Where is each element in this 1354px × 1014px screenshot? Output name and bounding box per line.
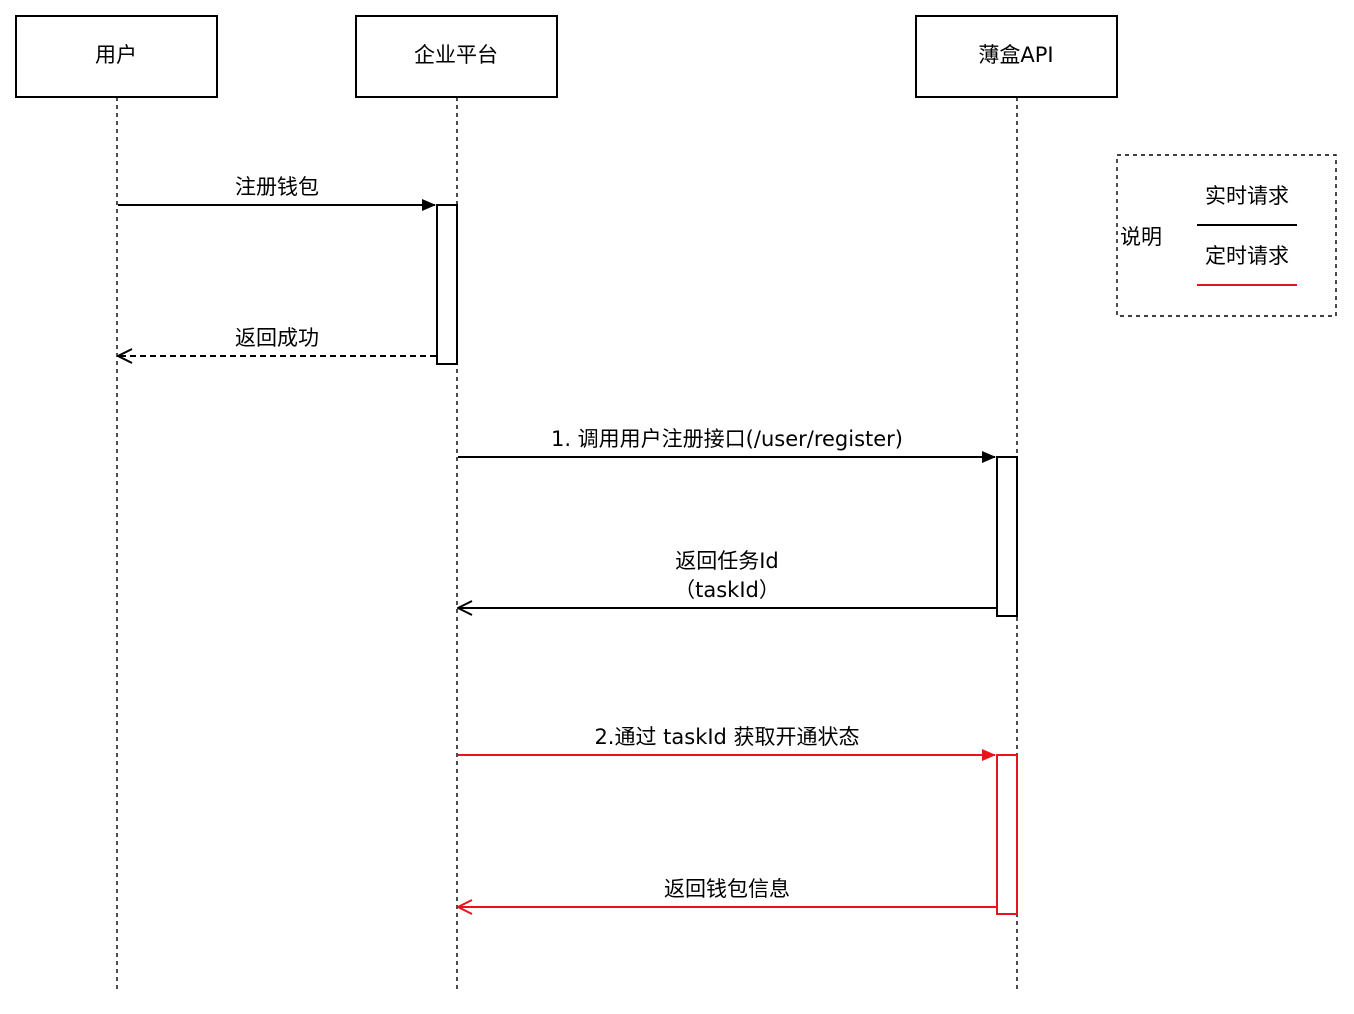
message-return-wallet-info: 返回钱包信息: [458, 877, 996, 907]
message-return-task-id-label: 返回任务Id: [675, 549, 779, 573]
message-call-register-api-label: 1. 调用用户注册接口(/user/register): [551, 427, 903, 451]
actor-enterprise-platform: 企业平台: [355, 15, 558, 98]
message-return-task-id: 返回任务Id （taskId）: [458, 549, 996, 608]
message-call-register-api: 1. 调用用户注册接口(/user/register): [458, 427, 996, 463]
message-get-status-label: 2.通过 taskId 获取开通状态: [594, 725, 859, 749]
legend: 说明 实时请求 定时请求: [1116, 154, 1337, 317]
actor-bohe-api: 薄盒API: [915, 15, 1118, 98]
activation-enterprise-platform: [436, 204, 458, 365]
legend-title: 说明: [1120, 225, 1162, 249]
message-return-wallet-info-label: 返回钱包信息: [664, 877, 790, 901]
legend-realtime-label: 实时请求: [1205, 184, 1289, 208]
message-return-task-id-sublabel: （taskId）: [674, 578, 780, 602]
activation-bohe-api-status: [996, 754, 1018, 915]
actor-user-label: 用户: [95, 43, 137, 67]
actor-bohe-api-label: 薄盒API: [978, 43, 1053, 67]
actor-enterprise-platform-label: 企业平台: [414, 43, 498, 67]
message-return-success-label: 返回成功: [235, 326, 319, 350]
legend-box: [1116, 154, 1337, 317]
message-register-wallet: 注册钱包: [118, 175, 436, 211]
legend-scheduled-label: 定时请求: [1205, 244, 1289, 268]
message-register-wallet-label: 注册钱包: [235, 175, 319, 199]
actor-user: 用户: [15, 15, 218, 98]
message-return-success: 返回成功: [118, 326, 436, 356]
activation-bohe-api-register: [996, 456, 1018, 617]
message-get-status: 2.通过 taskId 获取开通状态: [458, 725, 996, 761]
